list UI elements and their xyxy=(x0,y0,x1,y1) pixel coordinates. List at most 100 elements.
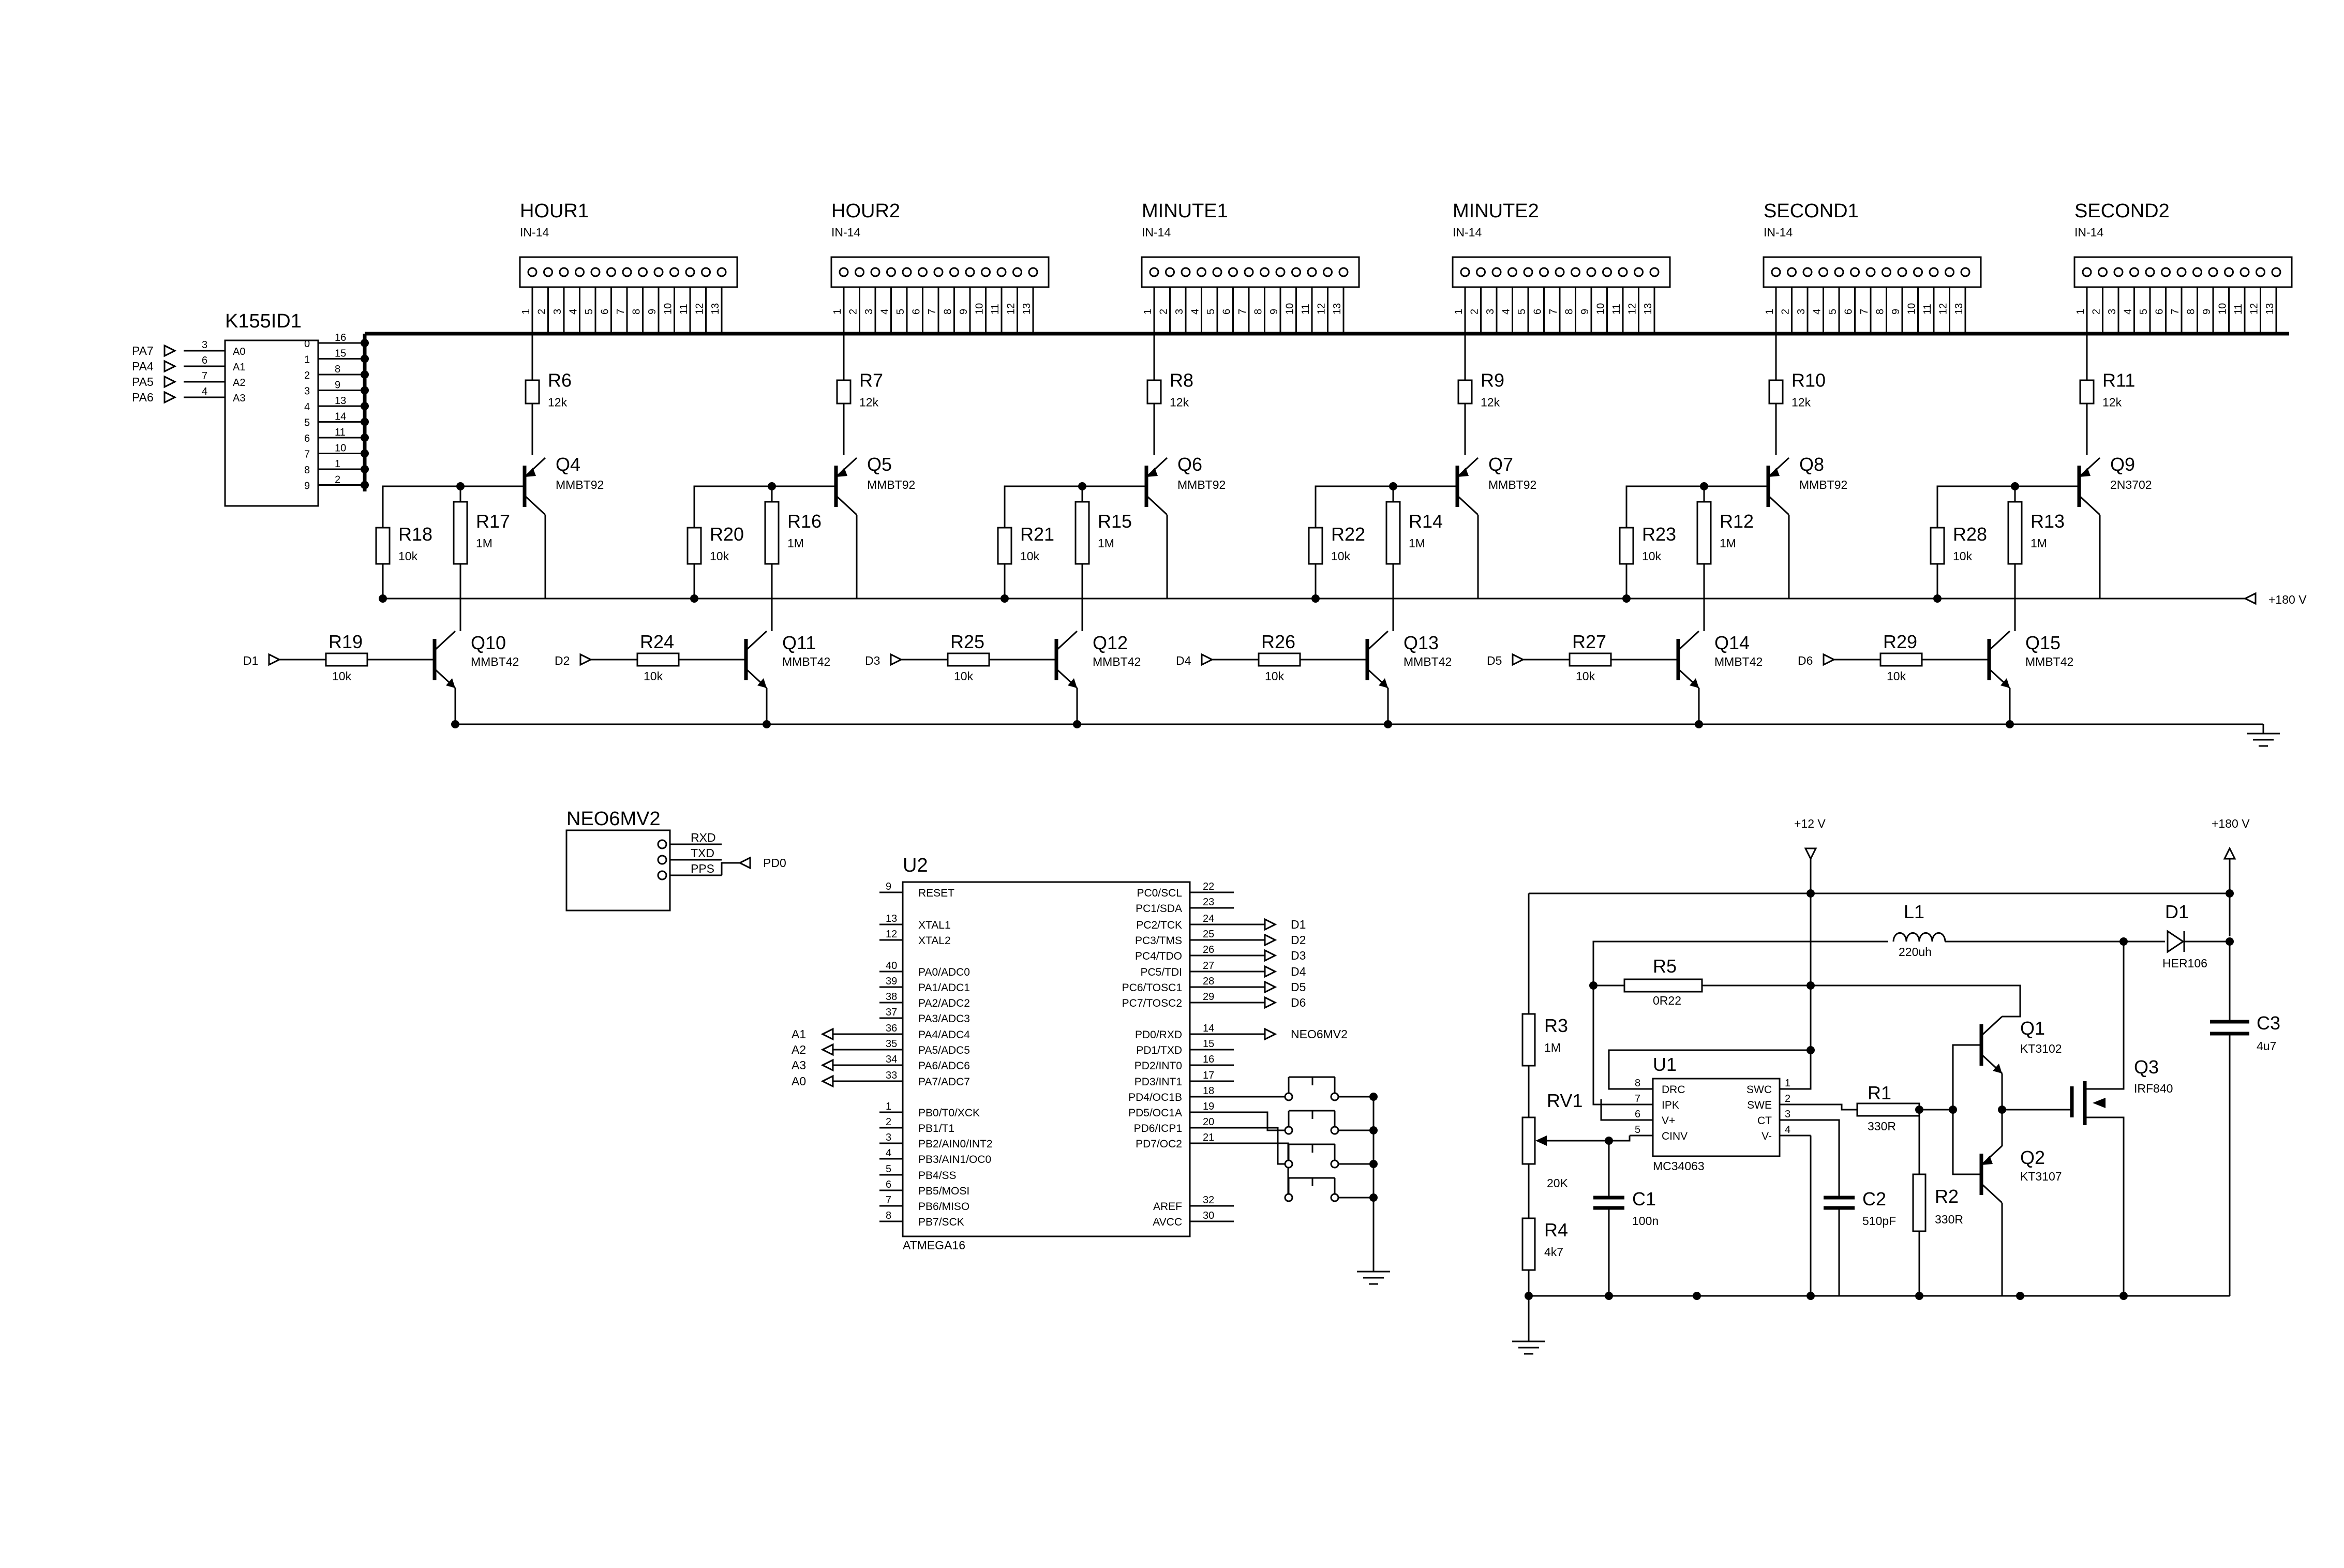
junction-dot xyxy=(1389,482,1397,490)
mcu-left-pin: 38 xyxy=(886,991,897,1003)
r1-val: 330R xyxy=(1868,1119,1896,1133)
base-resistor-4-ref: R12 xyxy=(1720,511,1754,532)
mcu-net-arrow xyxy=(820,1027,834,1041)
tube-1-pin xyxy=(965,267,975,277)
mcu-net-label: D5 xyxy=(1291,980,1306,994)
tube-3-pin xyxy=(1555,267,1565,277)
bias-resistor-0-value: 10k xyxy=(398,549,418,563)
mcu-right-name: PC0/SCL xyxy=(1137,887,1182,899)
u1-right-name: SWE xyxy=(1747,1099,1772,1111)
npn-0-arrow xyxy=(446,678,455,688)
tube-2-pin xyxy=(1275,267,1286,277)
tube-2-pin xyxy=(1149,267,1159,277)
input-resistor-5-value: 10k xyxy=(1887,669,1906,683)
tube-2-pin-num: 2 xyxy=(1158,309,1170,315)
decoder-in-net: PA7 xyxy=(132,344,154,357)
tube-5-pin-num: 13 xyxy=(2264,303,2276,315)
tube-3-pin xyxy=(1586,267,1596,277)
mcu-right-pin: 14 xyxy=(1203,1023,1214,1034)
tube-5-ref: SECOND2 xyxy=(2074,200,2170,222)
mcu-left-name: PB2/AIN0/INT2 xyxy=(918,1138,993,1150)
tube-3-pin-num: 4 xyxy=(1501,309,1512,315)
npn-2-collector xyxy=(1055,630,1078,651)
anode-resistor-4-value: 12k xyxy=(1791,396,1811,409)
decoder-out-name: 7 xyxy=(304,449,310,460)
mcu-right-name: AREF xyxy=(1153,1201,1182,1213)
junction-dot xyxy=(1525,1292,1533,1300)
mcu-right-name: PD1/TXD xyxy=(1136,1044,1182,1056)
pnp-2-part: MMBT92 xyxy=(1177,478,1226,491)
tube-5-pin-num: 4 xyxy=(2123,309,2134,315)
tube-5-pin xyxy=(2129,267,2139,277)
npn-2-ref: Q12 xyxy=(1093,632,1128,653)
mcu-left-name: PB0/T0/XCK xyxy=(918,1107,980,1119)
mcu-net-label: D6 xyxy=(1291,996,1306,1009)
tube-4-pin-num: 11 xyxy=(1922,304,1933,315)
tube-3-pin-num: 10 xyxy=(1595,303,1607,315)
mcu-left-pin: 7 xyxy=(886,1194,891,1206)
mcu-left-name: PA5/ADC5 xyxy=(918,1044,970,1056)
tube-1-pin-num: 5 xyxy=(895,309,906,315)
mcu-net-label: A1 xyxy=(792,1027,806,1041)
junction-dot xyxy=(1311,594,1320,603)
mcu-net-arrow xyxy=(820,1043,834,1056)
base-resistor-3-ref: R14 xyxy=(1409,511,1443,532)
bias-resistor-2-value: 10k xyxy=(1020,549,1040,563)
junction-dot xyxy=(763,720,771,728)
gps-pin-name: TXD xyxy=(691,846,714,860)
tube-0-pin xyxy=(527,267,538,277)
tube-0-pin-num: 9 xyxy=(647,309,658,315)
bias-resistor-1-value: 10k xyxy=(710,549,729,563)
npn-1-ref: Q11 xyxy=(782,632,816,653)
decoder-in-arrow xyxy=(163,360,177,373)
tube-3-pin xyxy=(1618,267,1628,277)
pnp-0-part: MMBT92 xyxy=(556,478,604,491)
tube-4-pin-num: 4 xyxy=(1812,309,1823,315)
mcu-right-name: PD2/INT0 xyxy=(1134,1060,1182,1072)
tube-3-pin xyxy=(1507,267,1517,277)
tube-2-part: IN-14 xyxy=(1142,226,1171,239)
inductor-l1 xyxy=(1905,932,1920,942)
anode-resistor-3-ref: R9 xyxy=(1481,370,1504,391)
rv1-wiper-wire xyxy=(1547,1136,1631,1142)
tube-1-pin-num: 10 xyxy=(974,303,986,315)
mcu-net-label: A3 xyxy=(792,1058,806,1072)
tube-5-part: IN-14 xyxy=(2074,226,2103,239)
u1-drc-wire xyxy=(1608,893,1812,1090)
mcu-right-pin: 26 xyxy=(1203,944,1214,955)
mcu-left-name: PB1/T1 xyxy=(918,1123,954,1134)
mcu-left-name: PA2/ADC2 xyxy=(918,997,970,1009)
bias-top-1 xyxy=(693,485,772,512)
tube-2-pin-num: 10 xyxy=(1285,303,1296,315)
bias-resistor-5-ref: R28 xyxy=(1953,524,1987,545)
tube-5-pin xyxy=(2271,267,2281,277)
tube-2-pin xyxy=(1228,267,1238,277)
c2-ref: C2 xyxy=(1862,1188,1886,1209)
input-arrow-1 xyxy=(579,653,593,666)
tube-2-pin-num: 1 xyxy=(1142,309,1154,315)
mcu-net-arrow xyxy=(1264,918,1277,931)
mcu-right-pin: 32 xyxy=(1203,1194,1214,1206)
tube-1-part: IN-14 xyxy=(831,226,860,239)
anode-resistor-0-value: 12k xyxy=(548,396,568,409)
bias-resistor-0-ref: R18 xyxy=(398,524,432,545)
pps-arrow xyxy=(738,856,751,870)
pnp-5-emitter xyxy=(2078,495,2101,516)
button-contact xyxy=(1284,1159,1293,1169)
tube-3-pin-num: 11 xyxy=(1611,304,1622,315)
tube-2-ref: MINUTE1 xyxy=(1142,200,1228,222)
tube-5-pin xyxy=(2224,267,2234,277)
tube-3-pin xyxy=(1523,267,1533,277)
u1-left-name: IPK xyxy=(1662,1099,1679,1111)
tube-0-pin xyxy=(653,267,664,277)
tube-5-pin xyxy=(2208,267,2218,277)
npn-0-ref: Q10 xyxy=(471,632,506,653)
tube-5-pin-num: 2 xyxy=(2091,309,2102,315)
tube-3-pin xyxy=(1539,267,1549,277)
base-resistor-5-value: 1M xyxy=(2031,536,2047,550)
bias-resistor-3-ref: R22 xyxy=(1331,524,1365,545)
junction-dot xyxy=(2226,889,2234,898)
mcu-right-name: PC3/TMS xyxy=(1135,935,1182,947)
tube-0-pin xyxy=(701,267,711,277)
decoder-in-pin: 3 xyxy=(202,339,207,351)
